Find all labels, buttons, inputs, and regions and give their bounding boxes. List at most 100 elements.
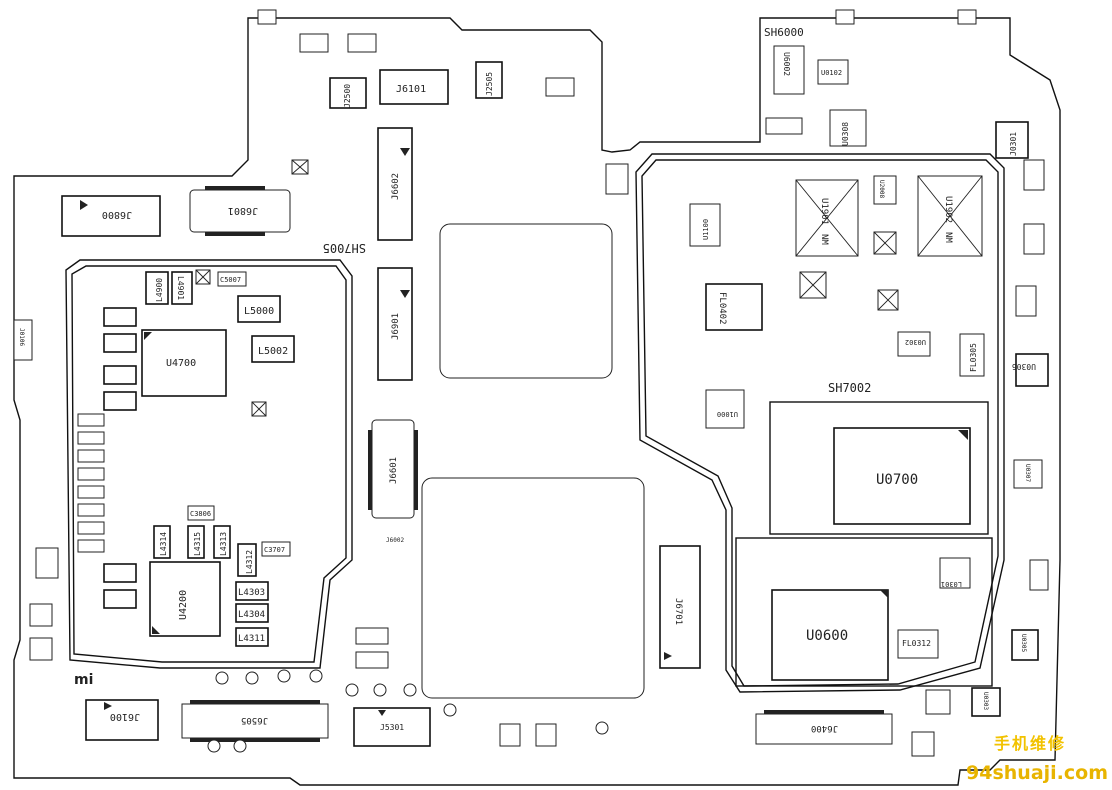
j0301-box: [995, 121, 1029, 159]
j6800-label: J6800: [102, 209, 132, 220]
fl0305-box: [959, 333, 985, 377]
l4315-label: L4315: [193, 532, 202, 556]
j6901-box: [377, 267, 413, 381]
c3707-box: [261, 541, 291, 557]
j2500-label: J2500: [343, 84, 352, 108]
l0301-box: [939, 557, 971, 589]
blank-area-top: [439, 223, 613, 379]
u4700-label: U4700: [166, 358, 196, 369]
u0303-label: U0303: [982, 692, 989, 710]
l4312-box: [237, 543, 257, 577]
l5000-label: L5000: [244, 306, 274, 317]
u0302-label: U0302: [905, 338, 926, 346]
u0600-label: U0600: [806, 628, 848, 644]
j6801-label: J6801: [228, 205, 258, 216]
c3806-box: [187, 505, 215, 521]
l4312-label: L4312: [245, 550, 254, 574]
fl0402-box: [705, 283, 763, 331]
u4200-label: U4200: [178, 590, 189, 620]
j6505-label: J6505: [241, 715, 268, 725]
j6101-box: [379, 69, 449, 105]
u0600-chip: [771, 589, 889, 681]
j6800-box: [61, 195, 161, 237]
fl0312-label: FL0312: [902, 639, 931, 648]
j6505-box: [181, 703, 329, 739]
u4200-chip: [149, 561, 221, 637]
u2008-label: U2008: [878, 180, 885, 198]
l0301-label: L0301: [941, 580, 962, 588]
fl0305-label: FL0305: [969, 343, 978, 372]
l4304-label: L4304: [238, 610, 265, 620]
u1100-label: U1100: [702, 219, 710, 240]
x-marked-pads: [195, 159, 899, 417]
j6101-label: J6101: [396, 84, 426, 95]
u0700-chip: [833, 427, 971, 525]
sh7002-label: SH7002: [828, 381, 871, 395]
l4900-label: L4900: [155, 278, 164, 302]
u6002-box: [773, 45, 805, 95]
u0306-box: [1015, 353, 1049, 387]
j6602-box: [377, 127, 413, 241]
u1901-label: U1901: [819, 198, 829, 225]
l4901-label: L4901: [176, 276, 185, 300]
l4900-box: [145, 271, 169, 305]
mi-logo: mi: [74, 672, 93, 688]
shield-sh7005: [65, 259, 353, 669]
c3806-label: C3806: [190, 510, 211, 518]
u1000-label: U1000: [717, 410, 738, 418]
shield-u0700-frame: [769, 401, 989, 535]
sh6000-label: SH6000: [764, 26, 804, 39]
shield-sh7002: [635, 153, 1005, 693]
j5301-label: J5301: [380, 723, 404, 732]
u0307-box: [1013, 459, 1043, 489]
c3707-label: C3707: [264, 546, 285, 554]
l4314-box: [153, 525, 171, 559]
j6100-label: J6100: [110, 711, 140, 722]
u6002-label: U6002: [782, 52, 791, 76]
u2008-box: [873, 175, 897, 205]
j6400-box: [755, 713, 893, 745]
j6002-label: J6002: [386, 537, 404, 544]
left-capacitor-column: [77, 413, 105, 553]
j2500-box: [329, 77, 367, 109]
j6601-pins: [368, 430, 418, 510]
u0305-box: [1011, 629, 1039, 661]
l5002-box: [251, 335, 295, 363]
u0302-box: [897, 331, 931, 357]
fl0312-box: [897, 629, 939, 659]
l4304-box: [235, 603, 269, 623]
j6602-label: J6602: [391, 173, 401, 200]
j6901-label: J6901: [391, 313, 401, 340]
nm2-label: NM: [943, 232, 953, 243]
l4311-box: [235, 627, 269, 647]
l4901-box: [171, 271, 193, 305]
l4313-box: [213, 525, 231, 559]
u0102-box: [817, 59, 849, 85]
c5007-box: [217, 271, 247, 287]
l5002-label: L5002: [258, 346, 288, 357]
j5301-box: [353, 707, 431, 747]
l4313-label: L4313: [219, 532, 228, 556]
nm1-label: NM: [819, 234, 829, 245]
j6701-label: J6701: [673, 598, 683, 625]
l4315-box: [187, 525, 205, 559]
j0106-label: J0106: [18, 328, 25, 346]
u0306-label: U0306: [1012, 362, 1036, 371]
u0307-label: U0307: [1024, 464, 1031, 482]
l4311-label: L4311: [238, 634, 265, 644]
u0305-label: U0305: [1020, 634, 1027, 652]
watermark-url: 94shuaji.com: [966, 762, 1108, 784]
blank-area-bottom: [421, 477, 645, 699]
u1902-label: U1902: [943, 196, 953, 223]
j6701-box: [659, 545, 701, 669]
u0308-label: U0308: [841, 122, 850, 146]
u0700-label: U0700: [876, 472, 918, 488]
l4314-label: L4314: [159, 532, 168, 556]
u1000-box: [705, 389, 745, 429]
j2505-label: J2505: [485, 72, 494, 96]
j6100-box: [85, 699, 159, 741]
j6801-pins: [205, 186, 265, 236]
watermark-cn: 手机维修: [993, 734, 1066, 753]
smd-cluster-top: [29, 9, 1049, 757]
